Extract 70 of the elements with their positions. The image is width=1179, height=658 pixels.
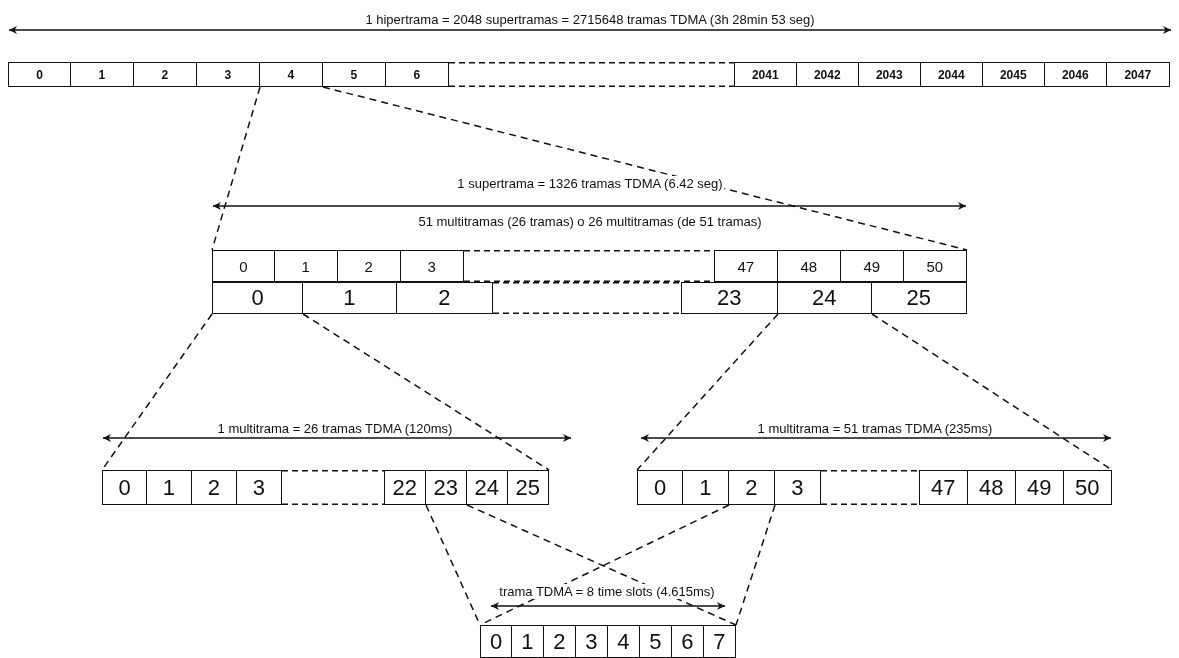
frame-cell: 49 — [1014, 470, 1064, 505]
frame-row — [480, 625, 736, 658]
frame-cell: 47 — [713, 250, 778, 282]
frame-cell: 48 — [966, 470, 1016, 505]
frame-cell: 7 — [702, 625, 736, 658]
frame-cell: 1 — [145, 470, 192, 505]
frame-cell: 2041 — [733, 62, 797, 87]
frame-cell: 2044 — [919, 62, 983, 87]
frame-cell: 2 — [395, 282, 493, 314]
frame-cell: 6 — [384, 62, 449, 87]
frame-cell: 5 — [321, 62, 386, 87]
frame-cell: 1 — [510, 625, 544, 658]
dimension-label: 1 multitrama = 51 tramas TDMA (235ms) — [755, 421, 995, 436]
dimension-label: 1 supertrama = 1326 tramas TDMA (6.42 seg) — [455, 176, 725, 191]
frame-cell: 1 — [273, 250, 338, 282]
frame-cell: 3 — [574, 625, 608, 658]
frame-cell: 3 — [195, 62, 260, 87]
frame-cell: 0 — [637, 470, 683, 505]
frame-cell: 4 — [258, 62, 323, 87]
frame-cell: 0 — [8, 62, 71, 87]
frame-cell: 22 — [383, 470, 426, 505]
frame-cell: 6 — [670, 625, 704, 658]
frame-cell: 1 — [301, 282, 397, 314]
frame-cell: 47 — [918, 470, 968, 505]
frame-row — [102, 470, 549, 505]
frame-cell: 2047 — [1105, 62, 1170, 87]
frame-cell: 23 — [424, 470, 467, 505]
dashed-line — [871, 313, 1113, 471]
frame-cell: 48 — [776, 250, 841, 282]
frame-cell: 0 — [212, 282, 303, 314]
dashed-line — [322, 86, 968, 251]
dimension-label: 1 hipertrama = 2048 supertramas = 2715648 tramas TDMA (3h 28min 53 seg) — [363, 12, 817, 27]
dimension-label: 1 multitrama = 26 tramas TDMA (120ms) — [215, 421, 455, 436]
frame-cell: 49 — [839, 250, 904, 282]
dashed-line — [302, 313, 550, 471]
frame-cell: 24 — [465, 470, 508, 505]
frame-cell: 50 — [902, 250, 967, 282]
frame-cell: 2045 — [981, 62, 1045, 87]
frame-cell: 2 — [727, 470, 775, 505]
dimension-label: 51 multitramas (26 tramas) o 26 multitramas (de 51 tramas) — [416, 214, 764, 229]
frame-cell: 3 — [399, 250, 464, 282]
frame-cell: 3 — [773, 470, 821, 505]
frame-cell: 24 — [776, 282, 872, 314]
frame-cell: 2043 — [857, 62, 921, 87]
frame-cell: 5 — [638, 625, 672, 658]
frame-cell: 50 — [1062, 470, 1112, 505]
dimension-label: trama TDMA = 8 time slots (4.615ms) — [497, 584, 717, 599]
dashed-line — [211, 86, 261, 251]
frame-cell: 3 — [235, 470, 282, 505]
dashed-line — [636, 313, 779, 471]
frame-cell: 2 — [190, 470, 237, 505]
frame-cell: 23 — [680, 282, 778, 314]
frame-cell: 0 — [212, 250, 275, 282]
dashed-line — [735, 504, 776, 626]
frame-cell: 2 — [542, 625, 576, 658]
frame-cell: 1 — [69, 62, 134, 87]
frame-row — [212, 282, 967, 314]
frame-cell: 0 — [102, 470, 147, 505]
frame-cell: 0 — [480, 625, 512, 658]
frame-cell: 4 — [606, 625, 640, 658]
frame-row — [8, 62, 1170, 87]
frame-cell: 2046 — [1043, 62, 1107, 87]
frame-cell: 25 — [506, 470, 549, 505]
frame-row — [212, 250, 967, 282]
frame-row — [637, 470, 1112, 505]
frame-cell: 1 — [681, 470, 729, 505]
frame-cell: 25 — [870, 282, 967, 314]
frame-cell: 2 — [132, 62, 197, 87]
frame-cell: 2042 — [795, 62, 859, 87]
frame-cell: 2 — [336, 250, 401, 282]
